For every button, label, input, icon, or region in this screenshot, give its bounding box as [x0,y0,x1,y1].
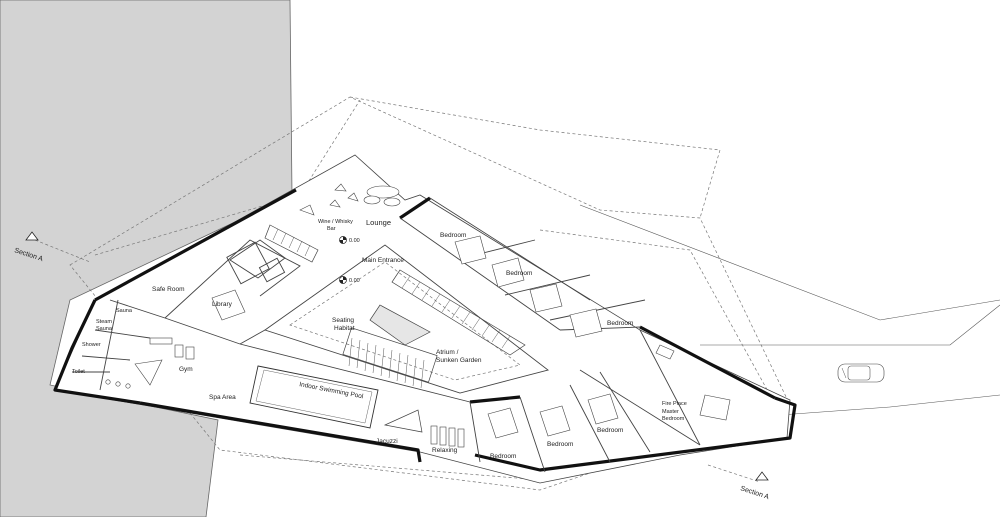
label-gym: Gym [179,366,193,373]
atrium-outline [264,244,550,394]
label-wine-bar-1: Wine / Whisky [318,219,353,225]
exterior-wall [53,299,141,405]
terrain-section [0,0,293,517]
stair-lounge [264,224,319,263]
stair-atrium [342,327,438,389]
exterior-wall [469,395,521,404]
level-marker-icon [339,236,347,244]
label-level-2: 0.00 [349,278,360,284]
interior-wall [109,239,301,345]
section-label-right: Section A [739,485,770,501]
label-atrium-1: Atrium / [436,349,459,356]
label-steam: Steam [96,319,112,325]
roof-ridge [349,96,721,219]
label-fireplace: Fire Place [662,401,687,407]
label-safe-room: Safe Room [152,286,185,293]
label-relaxing: Relaxing [432,447,458,454]
interior-wall [474,239,646,321]
library-desk [211,289,246,321]
interior-wall [239,329,471,403]
label-main-entrance: Main Entrance [362,257,404,264]
label-bedroom-1: Bedroom [440,232,466,239]
gym-equipment [105,337,195,389]
bedroom-furniture [454,235,731,439]
label-seating-1: Seating [332,317,354,324]
label-atrium-2: Sunken Garden [436,357,482,364]
label-sauna: Sauna [116,308,133,314]
lounge-furniture [299,183,401,216]
stair-entrance [391,269,526,356]
label-bedroom-4: Bedroom [597,427,623,434]
interior-wall [469,371,651,473]
label-steam-sauna: Sauna [96,326,113,332]
label-bedroom-6: Bedroom [490,453,516,460]
label-wine-bar-2: Bar [327,226,336,232]
label-lounge: Lounge [366,218,391,227]
interior-wall [72,299,151,391]
interior-wall [229,239,286,279]
exterior-wall [474,396,797,472]
label-library: Library [212,301,233,308]
label-bedroom-3: Bedroom [607,320,633,327]
label-master-2: Bedroom [662,416,685,422]
label-toilet: Toilet [72,369,85,375]
car-icon [837,363,885,383]
label-spa-area: Spa Area [209,394,236,401]
label-bedroom-5: Bedroom [547,441,573,448]
exterior-wall [399,196,431,220]
swimming-pool [249,365,379,429]
label-jacuzzi: Jacuzzi [376,438,398,445]
label-shower: Shower [82,342,101,348]
label-bedroom-2: Bedroom [506,270,532,277]
roof-outline [69,96,791,491]
road-curb [579,204,1000,321]
exterior-wall [139,401,422,463]
exterior-wall [639,325,776,400]
relaxing-loungers [430,425,465,448]
label-seating-2: Habitat [334,325,355,332]
road-line [700,304,1000,346]
interior-wall [579,329,701,446]
label-master-1: Master [662,409,679,415]
atrium-inner [289,261,521,381]
section-marker-right: Section A [707,464,770,501]
exterior-wall [94,188,297,302]
service-core [226,241,286,285]
roof-edge [539,229,771,396]
jacuzzi [383,409,423,433]
road-line [779,394,1000,416]
label-level-1: 0.00 [349,238,360,244]
level-marker-icon [339,276,347,284]
